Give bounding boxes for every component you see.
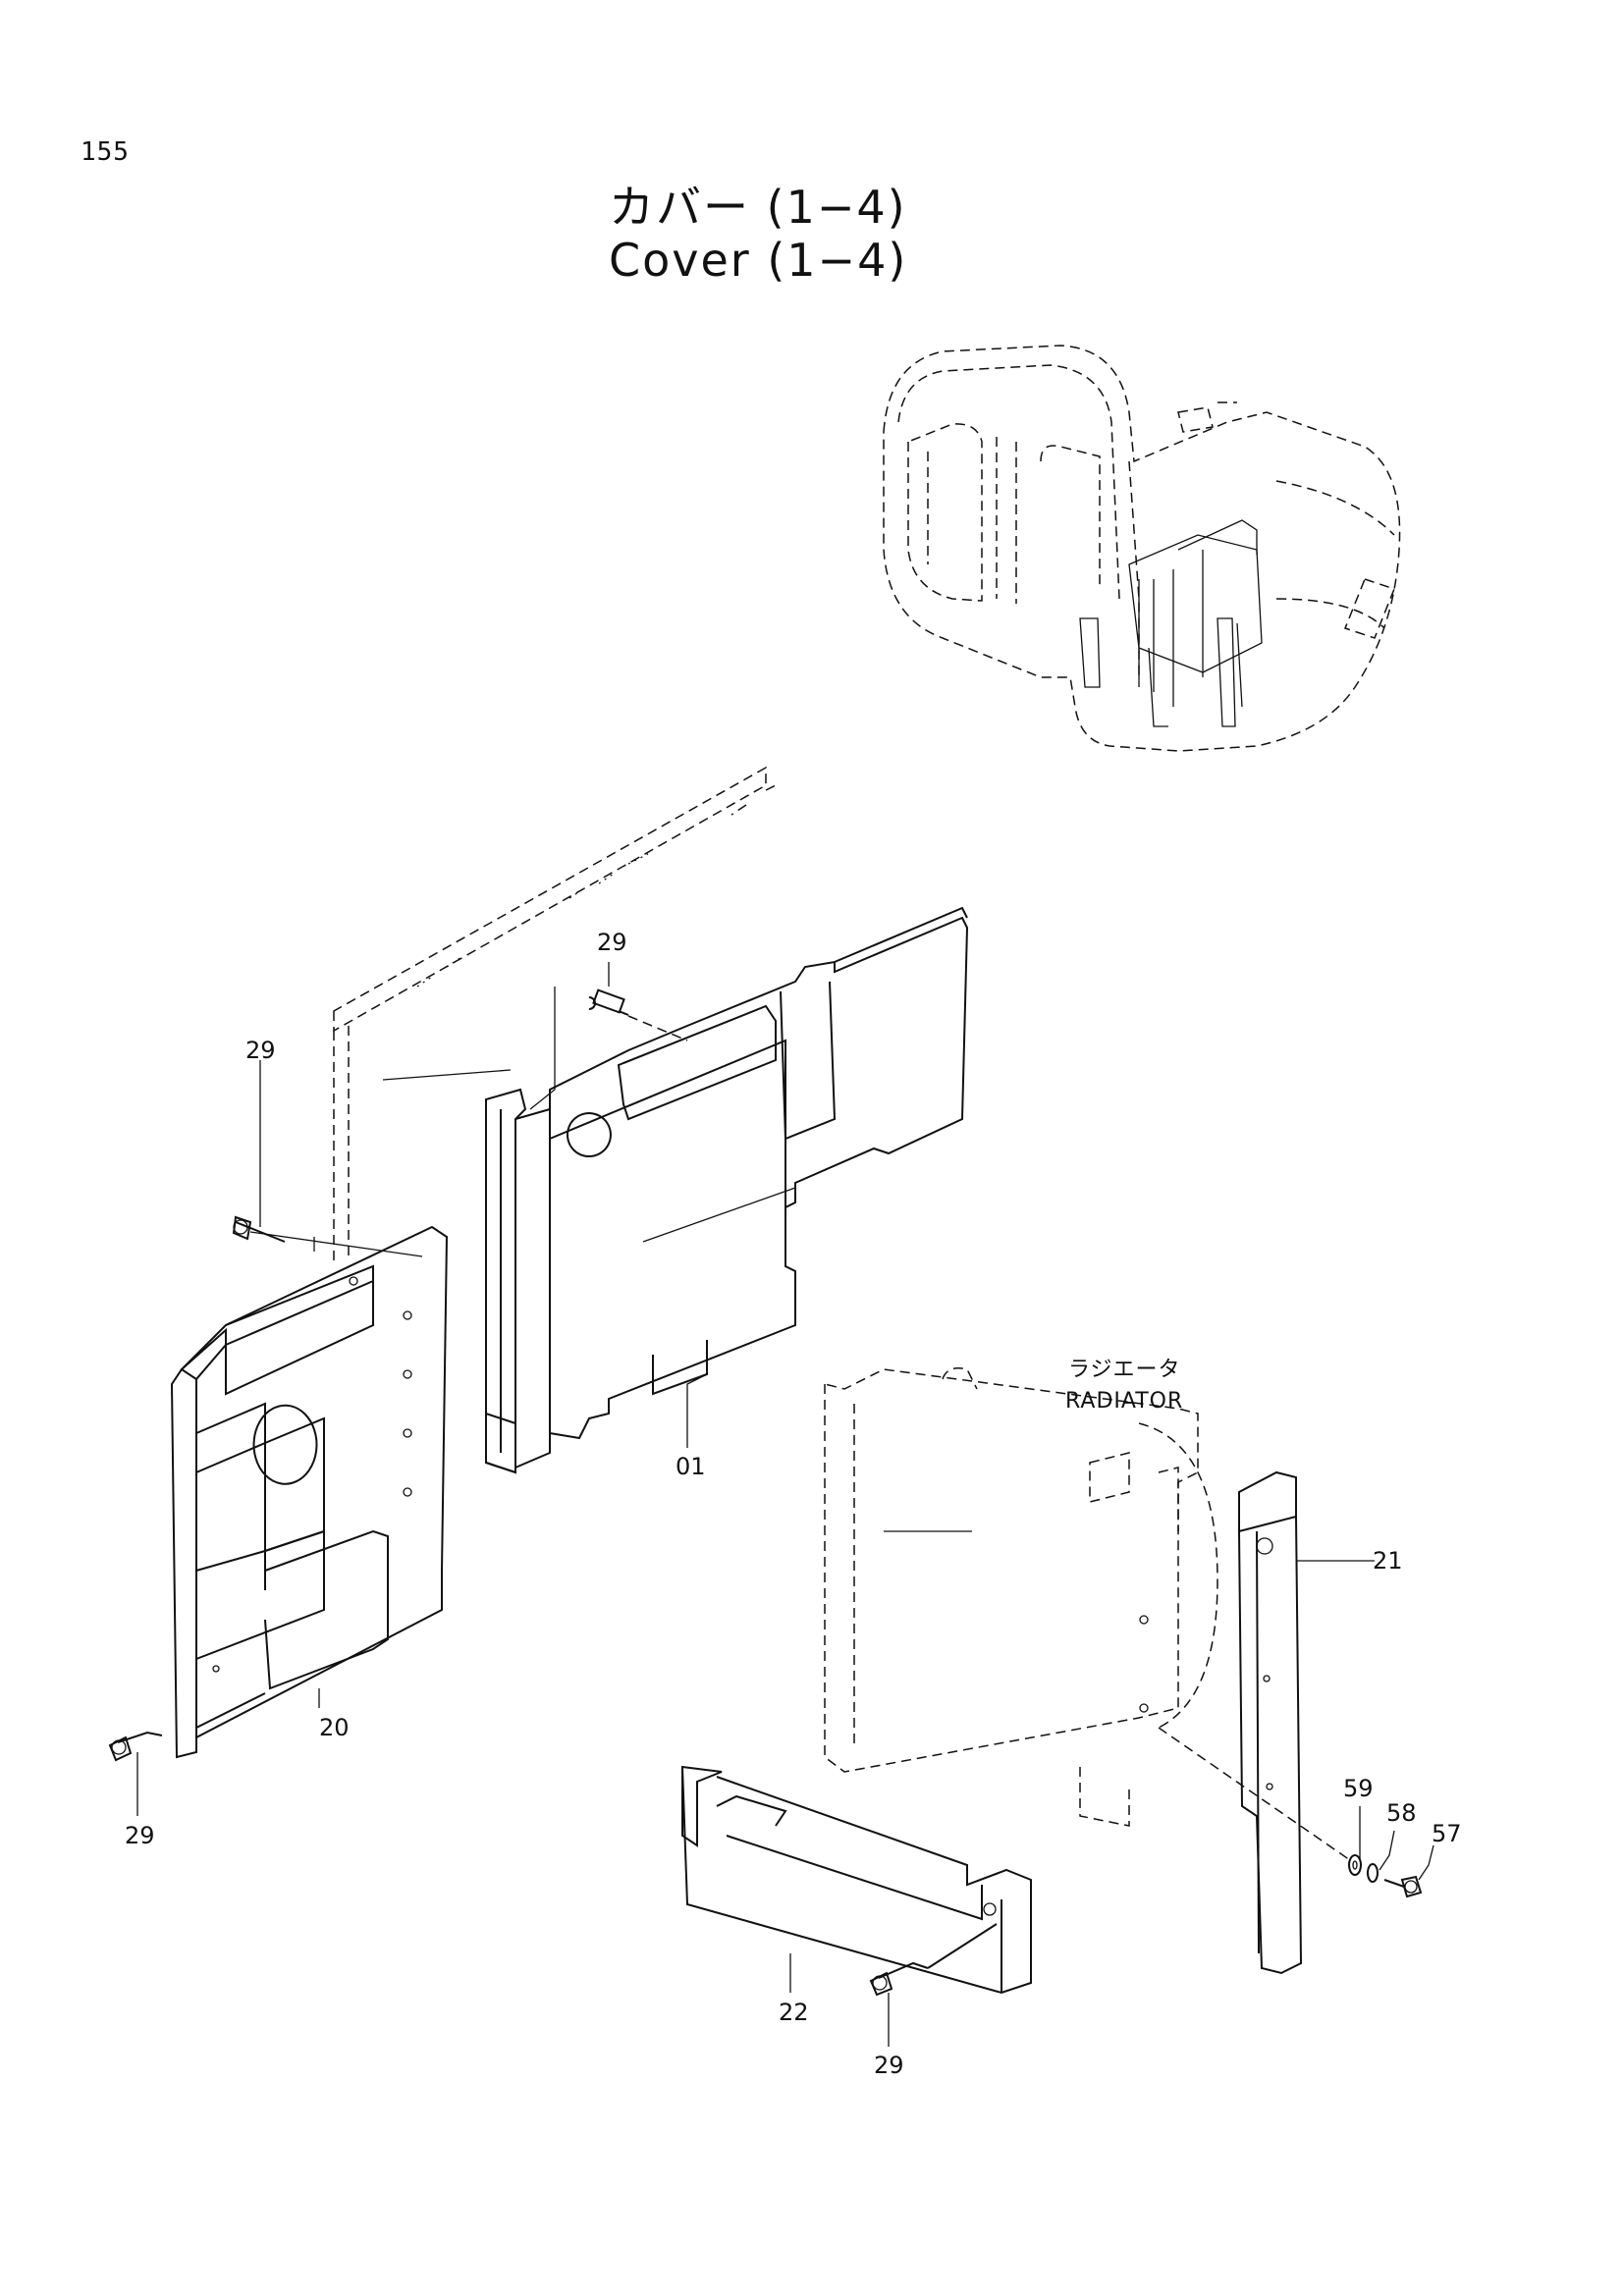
excavator-overview [883,345,1401,752]
callout-01: 01 [676,1453,706,1480]
bolt-29-bottom [869,1961,929,1997]
radiator-outline [824,1367,1218,1827]
radiator-label-en: RADIATOR [1065,1389,1183,1414]
part-21-bar [1238,1470,1303,1975]
bolt-57 [1383,1875,1423,1898]
callout-58: 58 [1386,1799,1417,1827]
title-english: Cover (1−4) [609,234,908,287]
bolt-29-top [588,988,629,1016]
part-01-cover [485,906,969,1474]
callout-22: 22 [779,1999,809,2026]
page-number: 155 [81,137,130,167]
title-japanese: カバー (1−4) [609,181,907,234]
callout-21: 21 [1373,1547,1403,1575]
leader-lines [136,962,1434,2047]
callout-57: 57 [1432,1820,1462,1847]
bolt-29-left [232,1215,286,1243]
washer-59 [1348,1854,1362,1876]
callout-29-bottom: 29 [874,2052,904,2079]
frame-outline [333,766,777,1266]
callouts: 29 29 29 29 01 20 21 22 57 58 59 [125,929,1462,2079]
callout-59: 59 [1343,1775,1374,1802]
radiator-label-ja: ラジエータ [1068,1358,1181,1382]
callout-29-top: 29 [597,929,627,956]
washer-58 [1367,1863,1379,1883]
callout-29-bottom-left: 29 [125,1822,155,1849]
callout-20: 20 [319,1714,350,1741]
callout-29-left: 29 [245,1037,276,1064]
part-22-bar [681,1765,1032,1995]
radiator-label: ラジエータ RADIATOR [1065,1358,1183,1414]
part-20-cover [170,1225,449,1759]
bolt-29-bottom-left [108,1731,163,1762]
